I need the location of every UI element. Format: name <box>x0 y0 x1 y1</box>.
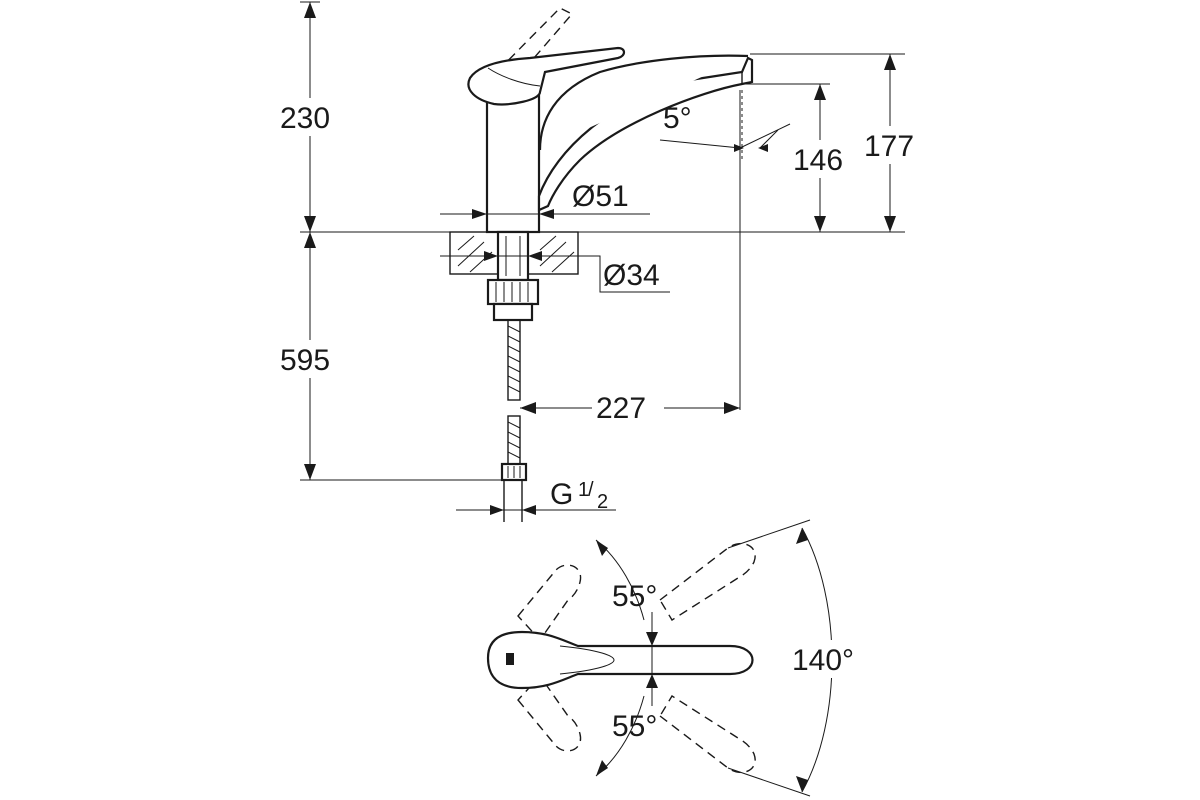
shank-diameter-label: Ø34 <box>603 259 660 292</box>
spout-reach-label: 227 <box>596 392 646 425</box>
handle-indicator <box>506 653 514 665</box>
lever <box>467 46 626 106</box>
top-view: 140° 55° 55° <box>486 519 876 797</box>
height-above-label: 230 <box>280 102 330 135</box>
connection-numerator: 1 <box>578 479 589 501</box>
handle-rotated-lower-left <box>517 674 582 752</box>
body-diameter-label: Ø51 <box>572 180 629 213</box>
handle-center-position <box>486 630 754 690</box>
handle-rotated-upper-right <box>659 543 756 621</box>
height-below-label: 595 <box>280 344 330 377</box>
handle-rotated-lower-right <box>659 695 756 773</box>
spout-height-label: 146 <box>793 144 843 177</box>
connection-denominator: 2 <box>597 491 608 513</box>
total-rotation-label: 140° <box>792 644 854 677</box>
spout-angle-label: 5° <box>663 102 692 135</box>
svg-text:/: / <box>588 479 594 501</box>
total-spout-height-label: 177 <box>864 130 914 163</box>
upper-rotation-label: 55° <box>612 580 657 613</box>
side-view: 5° Ø51 Ø34 <box>276 1 922 522</box>
connection-thread-label: G <box>550 478 573 511</box>
lower-rotation-label: 55° <box>612 710 657 743</box>
handle-rotated-upper-left <box>517 564 582 642</box>
flexible-hose <box>500 319 528 522</box>
spout <box>537 56 754 212</box>
faucet-body <box>485 94 541 234</box>
